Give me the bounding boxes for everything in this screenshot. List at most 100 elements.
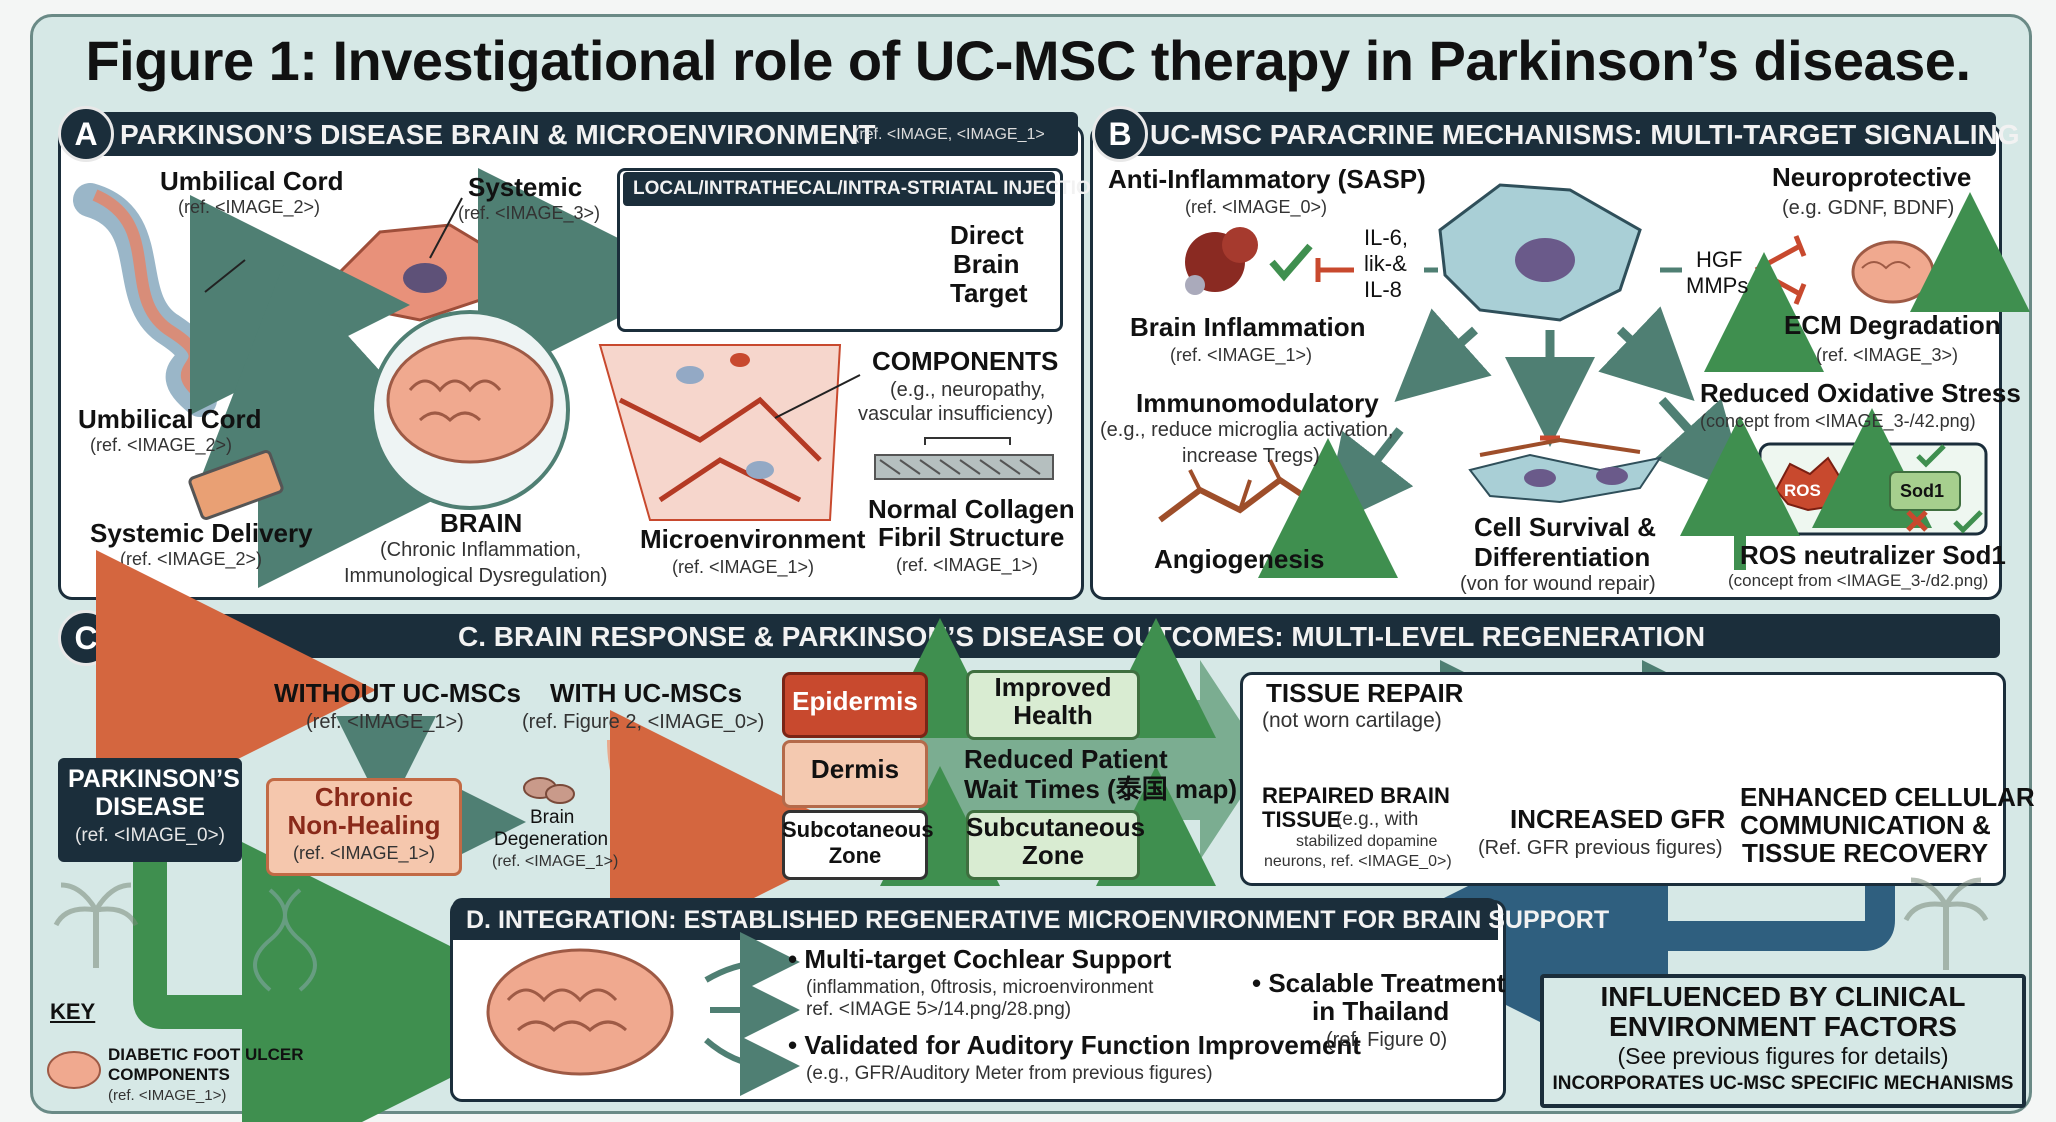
repaired-brain-label-2: TISSUE (1262, 807, 1342, 832)
panel-b-heading: UC-MSC PARACRINE MECHANISMS: MULTI-TARGE… (1110, 112, 2020, 156)
repaired-brain-desc-1: stabilized dopamine (1296, 833, 1438, 850)
immunomodulatory-desc-2: increase Tregs) (1182, 445, 1320, 467)
hgf-label-1: HGF (1696, 247, 1743, 272)
reduced-wait-label-2: Wait Times (泰国 map) (964, 774, 1238, 804)
brain-desc-2: Immunological Dysregulation) (344, 565, 608, 587)
collagen-ref: (ref. <IMAGE_1>) (896, 555, 1039, 575)
increased-gfr-ref: (Ref. GFR previous figures) (1478, 837, 1723, 859)
repaired-brain-label-1: REPAIRED BRAIN (1262, 783, 1450, 808)
subcutaneous-box-1 (782, 810, 928, 880)
umbilical-cord-mid-label: Umbilical Cord (78, 404, 262, 434)
ros-neutralizer-label: ROS neutralizer Sod1 (1740, 540, 2006, 570)
subcut-label-2a: Subcutaneous (966, 812, 1146, 842)
collagen-label-2: Fibril Structure (878, 522, 1065, 552)
anti-inflammatory-label: Anti-Inflammatory (SASP) (1108, 164, 1426, 194)
d-bullet-2: • Validated for Auditory Function Improv… (788, 1030, 1361, 1060)
with-ucmsc-ref: (ref. Figure 2, <IMAGE_0>) (522, 711, 765, 733)
cell-survival-desc: (von for wound repair) (1460, 573, 1656, 595)
dermis-box (782, 740, 928, 808)
d-bullet-2-desc: (e.g., GFR/Auditory Meter from previous … (806, 1063, 1213, 1084)
reduced-oxidative-label: Reduced Oxidative Stress (1700, 378, 2021, 408)
pd-label-2: DISEASE (95, 793, 205, 821)
subcut-label-1b: Zone (828, 843, 882, 868)
brain-desc-1: (Chronic Inflammation, (380, 539, 582, 561)
chronic-label-1: Chronic (314, 782, 414, 812)
il-label-1: IL-6, (1364, 225, 1409, 250)
influenced-footer: INCORPORATES UC-MSC SPECIFIC MECHANISMS (1552, 1073, 2014, 1094)
il-label-2: lik-& (1364, 251, 1407, 276)
collagen-label-1: Normal Collagen (868, 494, 1075, 524)
panel-c-right-box (1240, 672, 2006, 886)
influenced-box (1540, 974, 2026, 1108)
epidermis-box (782, 672, 928, 738)
panel-c-heading: C. BRAIN RESPONSE & PARKINSON’S DISEASE … (78, 614, 2000, 658)
epidermis-label: Epidermis (792, 686, 918, 716)
immunomodulatory-label: Immunomodulatory (1136, 388, 1379, 418)
panel-a-letter: A (58, 106, 114, 162)
repaired-brain-eg: (e.g., with (1336, 809, 1419, 830)
cell-survival-label-2: Differentiation (1474, 542, 1651, 572)
without-ucmsc-ref: (ref. <IMAGE_1>) (306, 711, 464, 733)
components-desc-1: (e.g., neuropathy, (890, 379, 1046, 401)
tissue-repair-label: TISSUE REPAIR (1266, 678, 1464, 708)
pd-label-1: PARKINSON’S (68, 765, 240, 793)
tissue-repair-desc: (not worn cartilage) (1262, 709, 1442, 732)
reduced-oxidative-ref: (concept from <IMAGE_3-/42.png) (1700, 411, 1976, 431)
brain-degeneration-1: Brain (530, 807, 575, 828)
il-label-3: IL-8 (1364, 277, 1402, 302)
sod1-label: Sod1 (1900, 481, 1945, 501)
components-label: COMPONENTS (872, 346, 1059, 376)
components-desc-2: vascular insufficiency) (858, 403, 1054, 425)
direct-brain-target-1: Direct (950, 220, 1024, 250)
d-bullet-1-desc-2: ref. <IMAGE 5>/14.png/28.png) (806, 999, 1072, 1020)
brain-label: BRAIN (440, 508, 523, 538)
systemic-delivery-label: Systemic Delivery (90, 518, 313, 548)
parkinsons-disease-box (58, 758, 242, 862)
umbilical-cord-mid-ref: (ref. <IMAGE_2>) (90, 435, 233, 455)
injection-header-text: LOCAL/INTRATHECAL/INTRA-STRIATAL INJECTI… (633, 178, 1105, 199)
subcutaneous-box-2 (966, 810, 1140, 880)
direct-brain-target-2: Brain (953, 249, 1020, 279)
key-ref: (ref. <IMAGE_1>) (108, 1087, 227, 1104)
enhanced-label-3: TISSUE RECOVERY (1741, 838, 1989, 868)
panel-a-heading: PARKINSON’S DISEASE BRAIN & MICROENVIRON… (78, 112, 1078, 156)
microenvironment-ref: (ref. <IMAGE_1>) (672, 557, 815, 577)
dermis-label: Dermis (810, 754, 900, 784)
chronic-ref: (ref. <IMAGE_1>) (292, 843, 436, 863)
improved-label-2: Health (1013, 700, 1093, 730)
repaired-brain-desc-2: neurons, ref. <IMAGE_0>) (1264, 853, 1452, 870)
brain-degeneration-ref: (ref. <IMAGE_1>) (492, 853, 619, 870)
neuroprotective-label: Neuroprotective (1772, 162, 1972, 192)
enhanced-label-2: COMMUNICATION & (1740, 810, 1991, 840)
chronic-label-2: Non-Healing (287, 810, 441, 840)
systemic-label: Systemic (468, 172, 583, 202)
umbilical-cord-top-ref: (ref. <IMAGE_2>) (178, 197, 321, 217)
panel-d-heading: D. INTEGRATION: ESTABLISHED REGENERATIVE… (452, 898, 1609, 940)
key-label: KEY (50, 999, 96, 1024)
with-ucmsc-label: WITH UC-MSCs (550, 678, 743, 708)
hgf-label-2: MMPs (1686, 273, 1749, 298)
chronic-non-healing-box (266, 778, 462, 876)
improved-health-box (966, 670, 1140, 740)
microenvironment-label: Microenvironment (640, 524, 866, 554)
increased-gfr-label: INCREASED GFR (1510, 804, 1726, 834)
influenced-title-1: INFLUENCED BY CLINICAL (1600, 981, 1966, 1012)
without-ucmsc-label: WITHOUT UC-MSCs (274, 678, 521, 708)
influenced-desc: (See previous figures for details) (1617, 1043, 1949, 1069)
d-bullet-3-2: in Thailand (1312, 996, 1450, 1026)
panel-b-heading-text: UC-MSC PARACRINE MECHANISMS: MULTI-TARGE… (1150, 119, 2020, 150)
d-bullet-1-desc-1: (inflammation, 0ftrosis, microenvironmen… (806, 977, 1154, 998)
d-bullet-1: • Multi-target Cochlear Support (788, 944, 1172, 974)
subcut-label-1a: Subcotaneous (782, 817, 934, 842)
immunomodulatory-desc-1: (e.g., reduce microglia activation, (1100, 419, 1394, 441)
brain-degeneration-2: Degeneration (494, 829, 609, 850)
d-bullet-3-ref: (ref. Figure 0) (1326, 1029, 1448, 1051)
subcut-label-2b: Zone (1021, 840, 1085, 870)
ecm-degradation-ref: (ref. <IMAGE_3>) (1816, 345, 1959, 365)
brain-inflammation-ref: (ref. <IMAGE_1>) (1170, 345, 1313, 365)
panel-d-heading-text: D. INTEGRATION: ESTABLISHED REGENERATIVE… (466, 906, 1610, 934)
enhanced-label-1: ENHANCED CELLULAR (1740, 782, 2035, 812)
brain-inflammation-label: Brain Inflammation (1130, 312, 1366, 342)
angiogenesis-label: Angiogenesis (1154, 544, 1325, 574)
